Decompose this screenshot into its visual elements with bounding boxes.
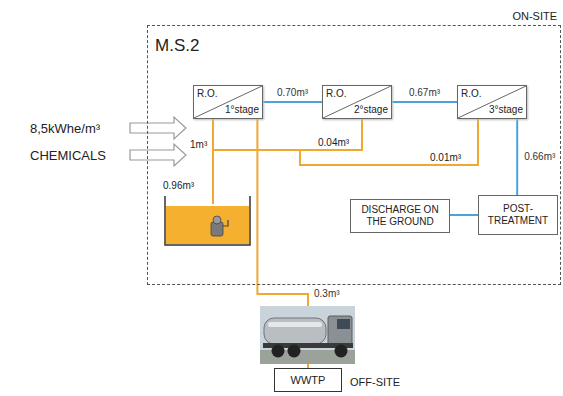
process-box: DISCHARGE ON THE GROUND bbox=[350, 199, 450, 233]
truck-photo-ground bbox=[260, 306, 355, 364]
box-text: WWTP bbox=[291, 374, 326, 387]
process-box: WWTP bbox=[274, 368, 342, 392]
storage-tank bbox=[165, 196, 250, 245]
chemicals-input: CHEMICALS bbox=[30, 148, 106, 163]
tank-fill bbox=[166, 206, 249, 244]
flow-line bbox=[450, 214, 478, 216]
tank-outline bbox=[165, 196, 250, 245]
flow-value: 0.04m³ bbox=[318, 137, 349, 149]
flow-value: 0.67m³ bbox=[407, 87, 442, 99]
flow-line bbox=[516, 119, 518, 195]
process-box: POST- TREATMENT bbox=[478, 195, 558, 235]
pump-icon bbox=[223, 220, 228, 226]
input-arrow bbox=[130, 117, 186, 139]
truck-window bbox=[337, 319, 350, 329]
truck-wheel bbox=[272, 345, 285, 358]
site-boundary: R.O. 1°stage R.O. 2°stage R.O. 3°stageDISCHAR… bbox=[147, 25, 561, 285]
truck-cab bbox=[328, 316, 352, 346]
tanker-truck bbox=[260, 306, 355, 364]
concentrate-lines bbox=[213, 119, 478, 204]
process-box: R.O. 1°stage bbox=[193, 85, 263, 119]
stage-name: 1°stage bbox=[225, 104, 259, 116]
concentrate-line bbox=[213, 119, 362, 150]
diagonal-divider bbox=[458, 86, 526, 118]
truck-wheel bbox=[288, 345, 301, 358]
truck-tank bbox=[264, 318, 326, 344]
box-text: POST- TREATMENT bbox=[483, 203, 553, 227]
process-box: R.O. 2°stage bbox=[322, 85, 392, 119]
region-label: OFF-SITE bbox=[350, 376, 400, 389]
flow-line bbox=[392, 101, 457, 103]
flow-value: 0.96m³ bbox=[163, 180, 194, 192]
flow-value: 0.3m³ bbox=[312, 288, 342, 300]
input-arrows bbox=[130, 117, 186, 166]
flow-value: 0.66m³ bbox=[522, 151, 557, 163]
diagonal-divider bbox=[194, 86, 262, 118]
unit-name: R.O. bbox=[197, 88, 218, 100]
flow-value: 1m³ bbox=[190, 139, 207, 151]
region-label: ON-SITE bbox=[148, 9, 560, 23]
truck-wheel bbox=[335, 345, 348, 358]
process-box: R.O. 3°stage bbox=[457, 85, 527, 119]
flow-value: 0.70m³ bbox=[275, 87, 310, 99]
energy-input: 8,5kWhe/m³ bbox=[30, 121, 100, 136]
stage-name: 2°stage bbox=[354, 104, 388, 116]
input-arrow bbox=[130, 144, 186, 166]
diagonal-divider bbox=[323, 86, 391, 118]
box-text: DISCHARGE ON THE GROUND bbox=[355, 204, 445, 228]
stage-name: 3°stage bbox=[489, 104, 523, 116]
pump-icon bbox=[213, 216, 221, 224]
unit-name: R.O. bbox=[326, 88, 347, 100]
concentrate-line bbox=[212, 119, 214, 204]
flow-value: 0.01m³ bbox=[430, 152, 461, 164]
system-title: M.S.2 bbox=[155, 36, 563, 56]
concentrate-line bbox=[300, 119, 478, 165]
truck-tank bbox=[268, 322, 322, 327]
unit-name: R.O. bbox=[461, 88, 482, 100]
flow-line bbox=[263, 101, 322, 103]
